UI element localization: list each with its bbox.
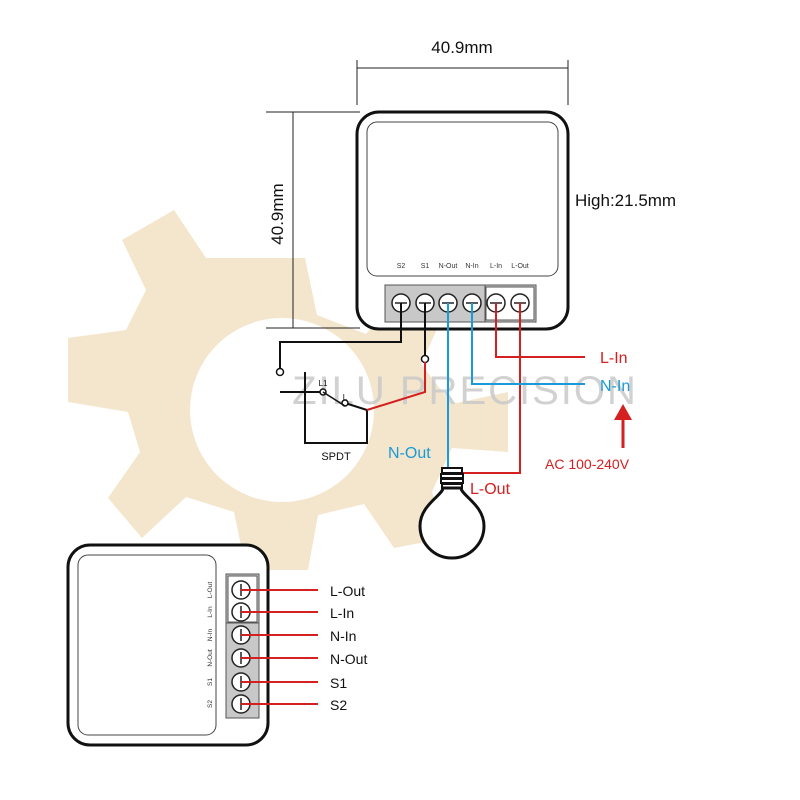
- arrow-up-icon: [614, 404, 632, 448]
- l-in-label: L-In: [600, 350, 628, 367]
- side-wire-label-s1: S1: [330, 675, 347, 691]
- n-out-label: N-Out: [388, 445, 431, 462]
- n-in-label: N-In: [600, 378, 630, 395]
- side-wire-label-l-in: L-In: [330, 605, 354, 621]
- side-module: [66, 543, 270, 747]
- switch-wires: [279, 303, 426, 444]
- side-wires: [241, 589, 318, 705]
- light-bulb-icon: [418, 467, 486, 560]
- side-terminal-label-n-in: N-In: [207, 628, 214, 641]
- switch-name: SPDT: [321, 451, 351, 463]
- depth-dimension: [266, 111, 360, 329]
- neutral-wires: [447, 303, 585, 468]
- side-terminal-label-s1: S1: [207, 678, 214, 686]
- power-label: AC 100-240V: [545, 456, 630, 472]
- width-dimension: [356, 60, 569, 105]
- watermark-text: ZILU PRECISION: [292, 369, 638, 413]
- height-label: High:21.5mm: [575, 191, 676, 210]
- side-wire-label-s2: S2: [330, 697, 347, 713]
- side-module-inner: [77, 554, 217, 736]
- side-wire-label-l-out: L-Out: [330, 583, 365, 599]
- top-module: [355, 110, 570, 331]
- switch-terminal-l: L: [343, 393, 348, 402]
- width-label: 40.9mm: [431, 38, 492, 57]
- spdt-switch: [275, 354, 430, 407]
- side-terminal-label-l-out: L-Out: [207, 582, 214, 598]
- top-terminal-label-n-in: N-In: [465, 263, 478, 270]
- top-terminal-label-s2: S2: [397, 263, 406, 270]
- top-terminal-label-l-out: L-Out: [511, 263, 529, 270]
- top-module-inner: [366, 121, 559, 277]
- top-terminal-label-l-in: L-In: [490, 263, 502, 270]
- side-terminal-label-s2: S2: [207, 700, 214, 708]
- live-wires: [366, 303, 585, 474]
- top-terminal-label-n-out: N-Out: [439, 263, 458, 270]
- depth-label: 40.9mm: [268, 183, 287, 244]
- top-terminal-label-s1: S1: [421, 263, 430, 270]
- side-wire-label-n-in: N-In: [330, 628, 356, 644]
- side-wire-label-n-out: N-Out: [330, 651, 367, 667]
- side-terminal-label-n-out: N-Out: [207, 649, 214, 667]
- side-terminal-label-l-in: L-In: [207, 606, 214, 618]
- switch-terminal-l1: L1: [319, 379, 328, 388]
- l-out-label: L-Out: [470, 481, 511, 498]
